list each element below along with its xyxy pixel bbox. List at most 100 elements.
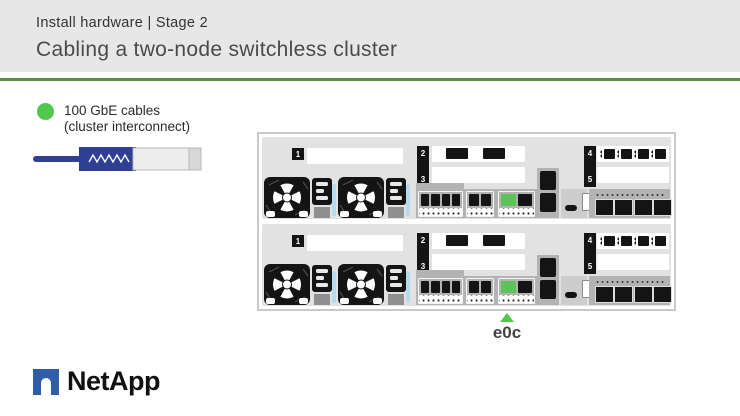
port-group-e0e-e0h	[418, 278, 463, 304]
slot-4-port	[604, 149, 615, 159]
slot-4-label: 4	[587, 236, 593, 245]
psu-handle	[406, 271, 410, 303]
port-e0c	[501, 281, 516, 293]
sfp-port	[614, 199, 633, 216]
chassis-diagram: 1 2 3 4 5	[257, 132, 676, 311]
power-inlet-icon	[386, 178, 406, 205]
psu-fan-icon	[338, 177, 384, 218]
netapp-logo-text: NetApp	[67, 366, 161, 396]
port-group-e0c-e0d	[498, 278, 535, 304]
slot-1-label: 1	[292, 148, 304, 160]
psu-latch	[388, 207, 404, 218]
slot-5-bay	[597, 167, 669, 183]
slot-3-bay	[432, 167, 525, 183]
network-port	[481, 194, 491, 206]
slot-4-bay	[597, 233, 669, 249]
netapp-logo: NetApp	[33, 366, 161, 397]
port-group-e0a-e0b	[466, 191, 494, 217]
port-led-strip	[467, 208, 493, 216]
network-port	[421, 281, 430, 293]
port-led-strip	[499, 295, 534, 303]
port-group-e0c-e0d	[498, 191, 535, 217]
sfp-port	[614, 286, 633, 303]
network-port	[469, 281, 479, 293]
console-port	[565, 292, 577, 298]
slot-2-label: 2	[420, 236, 426, 245]
slot-2-port	[483, 148, 505, 159]
network-port	[451, 281, 460, 293]
slot-4-port	[638, 149, 649, 159]
psu-module	[338, 177, 410, 219]
port-panel	[416, 270, 464, 278]
mgmt-rj45-port	[540, 171, 556, 190]
slot-4-label: 4	[587, 149, 593, 158]
slot-4-5-labels: 4 5	[584, 233, 596, 274]
slot-5-label: 5	[587, 262, 593, 271]
power-inlet-icon	[312, 265, 332, 292]
psu-latch	[388, 294, 404, 305]
slot-4-ports	[597, 233, 669, 249]
slot-1-bay	[307, 235, 403, 251]
slot-1-label: 1	[292, 235, 304, 247]
port-e0d	[517, 194, 532, 206]
slot-2-bay	[432, 146, 525, 162]
cable-type-dot-icon	[37, 103, 54, 120]
slot-4-port	[655, 236, 666, 246]
slot-2-3-labels: 2 3	[417, 233, 429, 274]
port-led-strip	[499, 208, 534, 216]
psu-handle	[332, 184, 336, 216]
psu-module	[264, 264, 336, 306]
slot-3-bay	[432, 254, 525, 270]
psu-module	[338, 264, 410, 306]
port-led-strip	[595, 193, 665, 197]
port-led-icon	[651, 237, 654, 245]
port-led-icon	[634, 237, 637, 245]
legend-line1: 100 GbE cables	[64, 103, 161, 118]
psu-fan-icon	[338, 264, 384, 305]
slot-5-bay	[597, 254, 669, 270]
port-led-strip	[419, 295, 462, 303]
port-led-icon	[651, 150, 654, 158]
slot-5-label: 5	[587, 175, 593, 184]
slot-3-label: 3	[420, 262, 426, 271]
page-title: Cabling a two-node switchless cluster	[36, 38, 398, 61]
slot-4-port	[621, 236, 632, 246]
network-port	[441, 281, 450, 293]
psu-handle	[332, 271, 336, 303]
power-inlet-icon	[312, 178, 332, 205]
console-port	[565, 205, 577, 211]
network-port	[421, 194, 430, 206]
slot-4-bay	[597, 146, 669, 162]
psu-module	[264, 177, 336, 219]
port-led-strip	[467, 295, 493, 303]
network-port	[451, 194, 460, 206]
psu-fan-icon	[264, 264, 310, 305]
port-led-strip	[419, 208, 462, 216]
port-led-icon	[617, 237, 620, 245]
slot-4-port	[604, 236, 615, 246]
port-panel	[416, 183, 464, 191]
e0c-callout-arrow-icon	[500, 313, 514, 322]
slot-2-port	[446, 235, 468, 246]
header: Install hardware | Stage 2 Cabling a two…	[0, 0, 740, 72]
mgmt-rj45-port	[540, 280, 556, 299]
network-port	[441, 194, 450, 206]
power-inlet-icon	[386, 265, 406, 292]
slot-2-label: 2	[420, 149, 426, 158]
e0c-callout-label: e0c	[492, 323, 522, 342]
sfp-port	[634, 199, 653, 216]
slot-4-5-labels: 4 5	[584, 146, 596, 187]
mgmt-rj45-port	[540, 193, 556, 212]
slot-4-port	[655, 149, 666, 159]
network-port	[469, 194, 479, 206]
slot-4-ports	[597, 146, 669, 162]
sfp-port	[653, 199, 672, 216]
sfp-port	[595, 286, 614, 303]
port-group-e0e-e0h	[418, 191, 463, 217]
controller-node2: 1 2 3 4 5	[262, 224, 672, 306]
legend-label: 100 GbE cables (cluster interconnect)	[64, 103, 190, 135]
slot-4-port	[638, 236, 649, 246]
psu-latch	[314, 294, 330, 305]
slot-2-3-labels: 2 3	[417, 146, 429, 187]
